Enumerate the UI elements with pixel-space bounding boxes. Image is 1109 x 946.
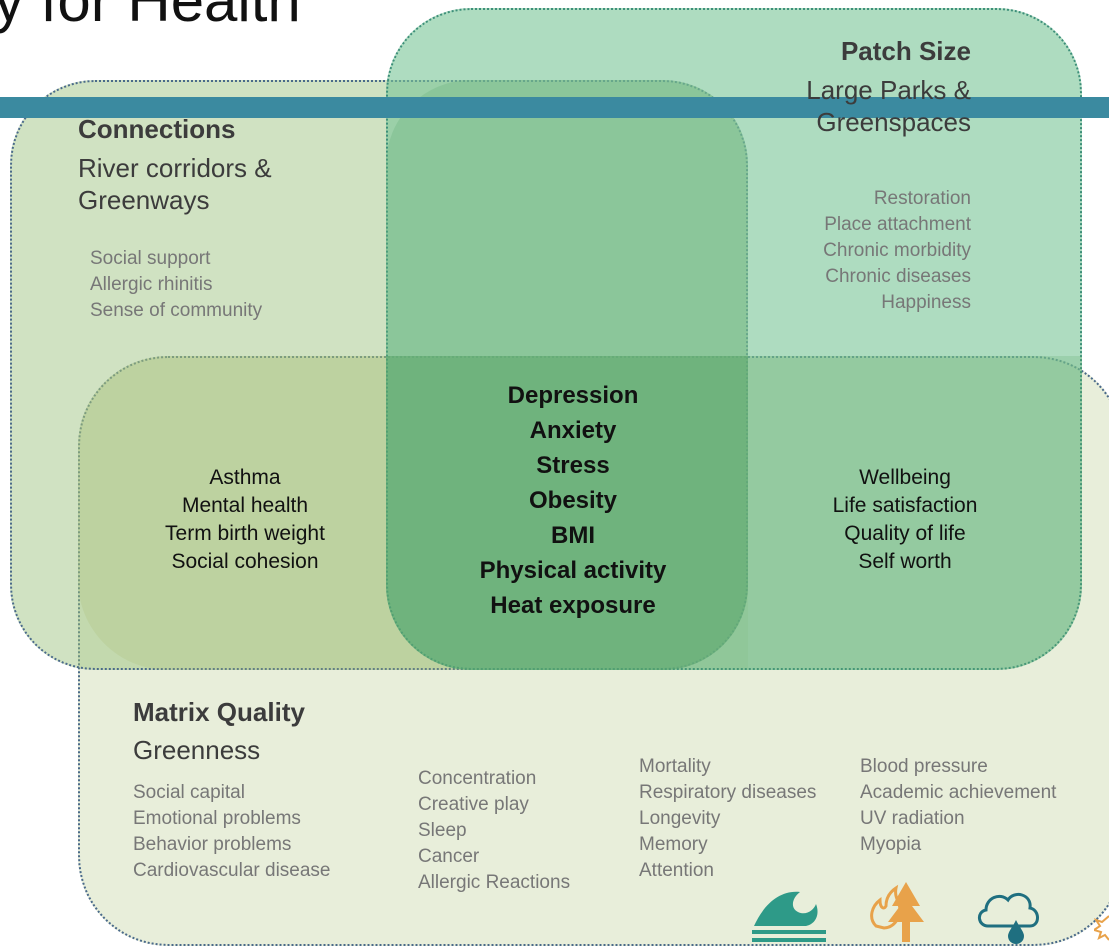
matrix-heading: Matrix Quality <box>133 697 305 727</box>
matrix-outcome: Emotional problems <box>133 808 301 829</box>
patch-outcome: Chronic diseases <box>825 266 971 287</box>
core-outcome: Depression <box>507 382 639 409</box>
sun-icon <box>1094 915 1109 941</box>
triple-overlap <box>386 356 748 670</box>
overlap-outcome: Asthma <box>209 466 281 489</box>
patch-outcome: Happiness <box>881 292 971 313</box>
patch-heading: Patch Size <box>840 36 971 66</box>
connections-outcome: Social support <box>90 248 211 269</box>
matrix-outcome: Behavior problems <box>133 834 292 855</box>
patch-matrix-overlap <box>386 356 1082 670</box>
matrix-outcome: Allergic Reactions <box>418 872 571 893</box>
page-title: y for Health <box>0 0 301 34</box>
patch-subtitle-line: Greenspaces <box>816 107 971 137</box>
core-outcome: Obesity <box>528 487 618 514</box>
patch-size-region <box>386 8 1082 670</box>
overlap-outcome: Term birth weight <box>165 522 325 545</box>
connections-subtitle-line: Greenways <box>78 185 210 215</box>
matrix-outcome: Longevity <box>639 808 721 829</box>
wave-icon <box>752 891 826 942</box>
patch-subtitle-line: Large Parks & <box>806 75 971 105</box>
core-outcome: BMI <box>551 522 595 549</box>
matrix-outcome: Social capital <box>133 782 245 803</box>
core-outcome: Heat exposure <box>490 592 656 619</box>
header-divider-bar <box>0 97 1109 118</box>
core-outcome: Anxiety <box>529 417 617 444</box>
matrix-outcome: Academic achievement <box>860 782 1057 803</box>
matrix-outcome: Sleep <box>418 820 467 841</box>
connections-patch-overlap <box>386 80 748 670</box>
overlap-outcome: Social cohesion <box>171 550 319 573</box>
core-outcomes: Depression Anxiety Stress Obesity BMI Ph… <box>448 378 698 623</box>
patch-outcome: Place attachment <box>824 214 971 235</box>
connections-outcomes: Social support Allergic rhinitis Sense o… <box>90 246 262 324</box>
matrix-outcome: Respiratory diseases <box>639 782 817 803</box>
connections-outcome: Sense of community <box>90 300 263 321</box>
patch-outcomes: Restoration Place attachment Chronic mor… <box>823 186 971 316</box>
matrix-outcome: Mortality <box>639 756 711 777</box>
overlap-outcome: Self worth <box>858 550 952 573</box>
matrix-outcome: Memory <box>639 834 708 855</box>
patch-outcome: Chronic morbidity <box>823 240 971 261</box>
rain-cloud-icon <box>978 892 1039 944</box>
connections-outcome: Allergic rhinitis <box>90 274 213 295</box>
overlap-outcome: Mental health <box>181 494 309 517</box>
patch-matrix-outcomes: Wellbeing Life satisfaction Quality of l… <box>805 464 1005 576</box>
connections-matrix-outcomes: Asthma Mental health Term birth weight S… <box>145 464 345 576</box>
matrix-outcome: Attention <box>639 860 714 881</box>
connections-heading: Connections <box>78 114 236 144</box>
matrix-col-3: Mortality Respiratory diseases Longevity… <box>639 754 816 884</box>
core-outcome: Stress <box>536 452 610 479</box>
matrix-outcome: Cardiovascular disease <box>133 860 331 881</box>
connections-subtitle: River corridors & Greenways <box>78 152 272 216</box>
overlap-outcome: Quality of life <box>844 522 966 545</box>
matrix-col-1: Social capital Emotional problems Behavi… <box>133 780 331 884</box>
matrix-outcome: Myopia <box>860 834 922 855</box>
wildfire-tree-icon <box>870 882 924 942</box>
matrix-outcome: UV radiation <box>860 808 965 829</box>
patch-subtitle: Large Parks & Greenspaces <box>806 74 971 138</box>
matrix-outcome: Concentration <box>418 768 537 789</box>
matrix-outcome: Blood pressure <box>860 756 988 777</box>
patch-outcome: Restoration <box>873 188 971 209</box>
matrix-col-2: Concentration Creative play Sleep Cancer… <box>418 766 570 896</box>
connections-subtitle-line: River corridors & <box>78 153 272 183</box>
matrix-subtitle: Greenness <box>133 735 261 765</box>
matrix-outcome: Creative play <box>418 794 529 815</box>
overlap-outcome: Life satisfaction <box>832 494 978 517</box>
matrix-col-4: Blood pressure Academic achievement UV r… <box>860 754 1056 858</box>
overlap-outcome: Wellbeing <box>859 466 951 489</box>
core-outcome: Physical activity <box>479 557 667 584</box>
matrix-outcome: Cancer <box>418 846 480 867</box>
